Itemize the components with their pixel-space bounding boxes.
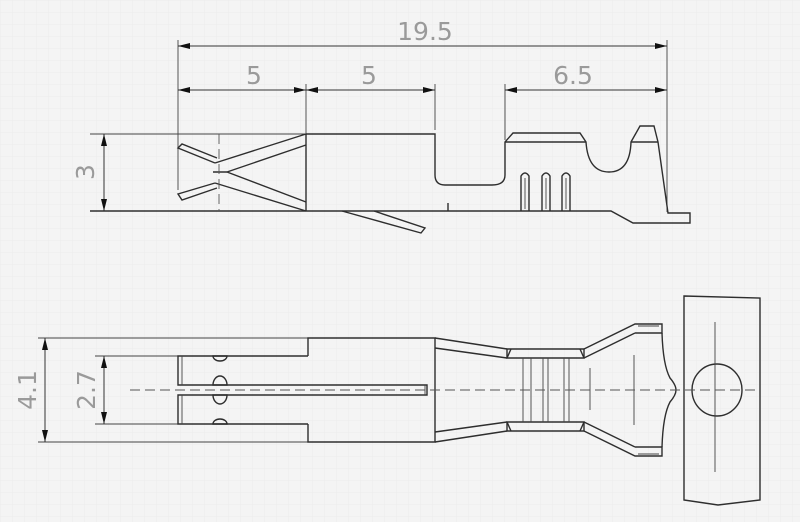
extension-lines xyxy=(90,40,668,212)
dimension-front-section: 5 xyxy=(178,61,306,93)
dimension-inner-width: 2.7 xyxy=(72,356,107,424)
dim-label-outer-width: 4.1 xyxy=(13,370,42,410)
terminal-plan-outline xyxy=(130,295,761,506)
dimension-crimp-section: 6.5 xyxy=(505,61,667,93)
dim-label-crimp-section: 6.5 xyxy=(553,61,593,90)
dimension-outer-width: 4.1 xyxy=(13,338,48,442)
dimension-middle-section: 5 xyxy=(306,61,435,93)
terminal-side-outline xyxy=(90,125,691,234)
dim-label-overall-length: 19.5 xyxy=(397,17,453,46)
plan-view: 4.1 2.7 xyxy=(13,295,761,506)
dimension-overall-length: 19.5 xyxy=(178,17,667,49)
side-view: 19.5 5 5 6.5 3 xyxy=(71,17,691,234)
dim-label-height: 3 xyxy=(71,164,100,180)
dim-label-front-section: 5 xyxy=(246,61,262,90)
dimension-height: 3 xyxy=(71,134,107,211)
dim-label-middle-section: 5 xyxy=(361,61,377,90)
dim-label-inner-width: 2.7 xyxy=(72,370,101,410)
